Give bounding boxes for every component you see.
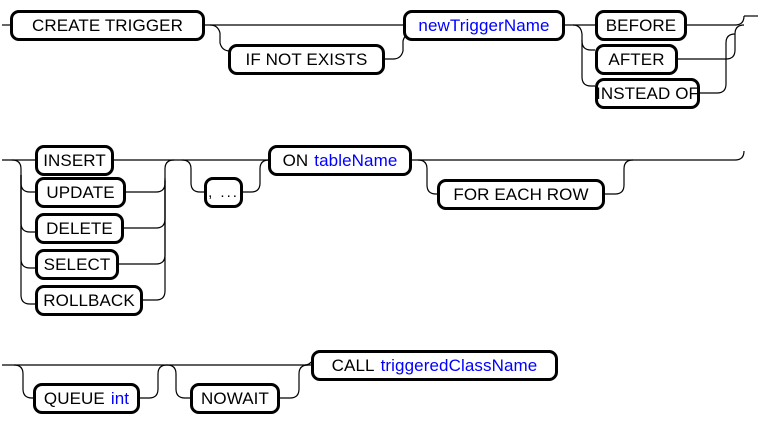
- node-delete[interactable]: DELETE: [35, 213, 124, 244]
- node-insert[interactable]: INSERT: [35, 145, 114, 176]
- node-before[interactable]: BEFORE: [595, 10, 687, 41]
- node-on-table-name[interactable]: ON tableName: [268, 145, 412, 176]
- node-queue-int[interactable]: QUEUE int: [33, 383, 140, 414]
- node-on-keyword: ON: [282, 151, 309, 170]
- node-select[interactable]: SELECT: [35, 249, 119, 280]
- node-new-trigger-name-label: newTriggerName: [418, 16, 550, 35]
- node-queue-int-content: QUEUE int: [37, 390, 136, 407]
- node-nowait[interactable]: NOWAIT: [190, 383, 280, 414]
- node-triggered-class-name-identifier: triggeredClassName: [380, 356, 538, 375]
- node-call-content: CALL triggeredClassName: [325, 357, 545, 374]
- node-after[interactable]: AFTER: [595, 44, 678, 75]
- node-create-trigger[interactable]: CREATE TRIGGER: [10, 10, 205, 41]
- node-instead-of-label: INSTEAD OF: [596, 84, 700, 103]
- node-rollback-label: ROLLBACK: [43, 291, 135, 310]
- node-call-keyword: CALL: [331, 356, 375, 375]
- node-if-not-exists[interactable]: IF NOT EXISTS: [228, 44, 385, 75]
- node-delete-label: DELETE: [46, 219, 113, 238]
- node-if-not-exists-label: IF NOT EXISTS: [245, 50, 368, 69]
- node-before-label: BEFORE: [605, 16, 677, 35]
- node-comma-repeat[interactable]: , ...: [204, 177, 243, 208]
- node-create-trigger-label: CREATE TRIGGER: [32, 16, 183, 35]
- node-select-label: SELECT: [43, 255, 111, 274]
- node-after-label: AFTER: [608, 50, 665, 69]
- node-insert-label: INSERT: [43, 151, 106, 170]
- node-update[interactable]: UPDATE: [35, 177, 126, 208]
- node-int-identifier: int: [110, 389, 130, 408]
- node-rollback[interactable]: ROLLBACK: [35, 285, 143, 316]
- node-nowait-label: NOWAIT: [201, 389, 269, 408]
- node-call-triggered-class-name[interactable]: CALL triggeredClassName: [311, 350, 558, 381]
- node-on-table-name-content: ON tableName: [276, 152, 405, 169]
- node-table-name-identifier: tableName: [314, 151, 398, 170]
- node-comma-repeat-label: , ...: [208, 184, 239, 201]
- node-queue-keyword: QUEUE: [43, 389, 105, 408]
- node-for-each-row[interactable]: FOR EACH ROW: [437, 179, 605, 210]
- node-new-trigger-name[interactable]: newTriggerName: [403, 10, 565, 41]
- node-update-label: UPDATE: [46, 183, 115, 202]
- node-instead-of[interactable]: INSTEAD OF: [595, 78, 700, 109]
- node-for-each-row-label: FOR EACH ROW: [453, 185, 589, 204]
